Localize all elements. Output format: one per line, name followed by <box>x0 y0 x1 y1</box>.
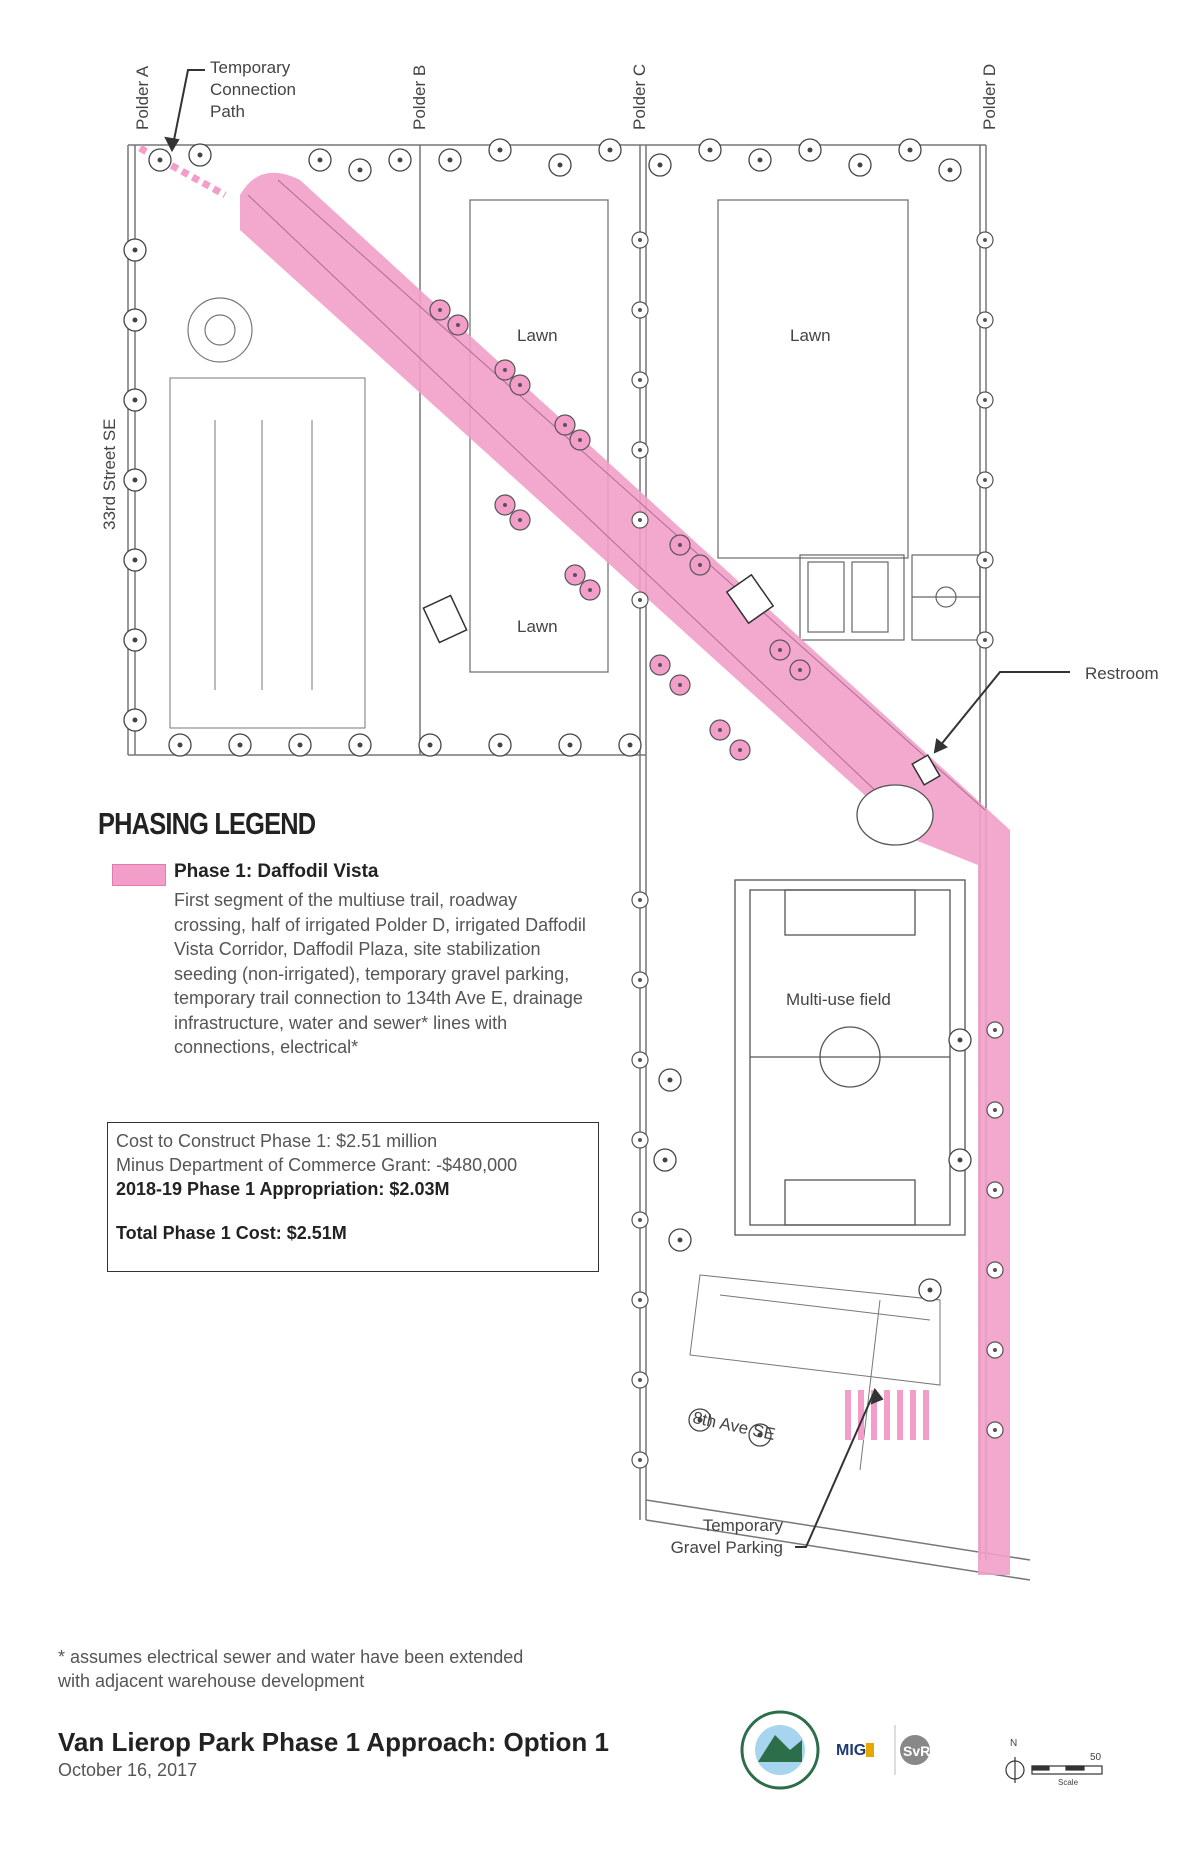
svr-logo: SvR <box>900 1735 930 1765</box>
restroom-label: Restroom <box>1085 664 1159 683</box>
multi-use-field <box>734 879 966 1236</box>
document-title: Van Lierop Park Phase 1 Approach: Option… <box>58 1727 609 1757</box>
scale-unit: Scale <box>1058 1778 1079 1787</box>
cost-line: Minus Department of Commerce Grant: -$48… <box>116 1155 518 1175</box>
legend-phase-name: Phase 1: Daffodil Vista <box>174 861 379 882</box>
temp-connection-label: Temporary Connection Path <box>210 58 297 121</box>
cost-box: Cost to Construct Phase 1: $2.51 million… <box>107 1122 599 1272</box>
footnote: * assumes electrical sewer and water hav… <box>58 1647 524 1691</box>
temp-gravel-parking-label: Temporary Gravel Parking <box>670 1516 783 1557</box>
sport-courts <box>799 554 981 641</box>
multi-use-field-label: Multi-use field <box>786 990 891 1009</box>
scale-bar <box>1031 1765 1103 1775</box>
legend-title: PHASING LEGEND <box>98 806 316 841</box>
roundabout <box>187 297 253 363</box>
document-date: October 16, 2017 <box>58 1760 198 1780</box>
north-arrow <box>1005 1757 1025 1783</box>
lawn-label-3: Lawn <box>517 617 558 636</box>
svg-text:SvR: SvR <box>903 1743 930 1759</box>
street-33rd-label: 33rd Street SE <box>100 418 119 530</box>
cost-total: Total Phase 1 Cost: $2.51M <box>116 1223 347 1243</box>
mig-logo: MIG <box>835 1725 896 1775</box>
polder-a-label: Polder A <box>133 65 152 130</box>
city-seal-logo <box>740 1710 820 1790</box>
legend-phase-description: First segment of the multiuse trail, roa… <box>174 890 586 1057</box>
scale-value: 50 <box>1090 1752 1102 1763</box>
north-label: N <box>1010 1738 1018 1749</box>
svg-text:MIG: MIG <box>836 1742 866 1759</box>
legend-swatch <box>112 864 166 886</box>
pavilion-buildings <box>422 573 775 644</box>
parking-lot-south <box>689 1274 941 1471</box>
polder-b-label: Polder B <box>410 64 429 130</box>
cost-appropriation: 2018-19 Phase 1 Appropriation: $2.03M <box>116 1179 450 1199</box>
lawn-label-1: Lawn <box>517 326 558 345</box>
lawn-label-2: Lawn <box>790 326 831 345</box>
polder-c-label: Polder C <box>630 63 649 130</box>
restroom-building <box>911 754 941 786</box>
polder-d-label: Polder D <box>980 63 999 130</box>
callout-lines <box>164 69 1070 1548</box>
parking-lot-west <box>169 377 366 729</box>
phase1-corridor <box>138 144 1010 1575</box>
cost-line: Cost to Construct Phase 1: $2.51 million <box>116 1131 438 1151</box>
